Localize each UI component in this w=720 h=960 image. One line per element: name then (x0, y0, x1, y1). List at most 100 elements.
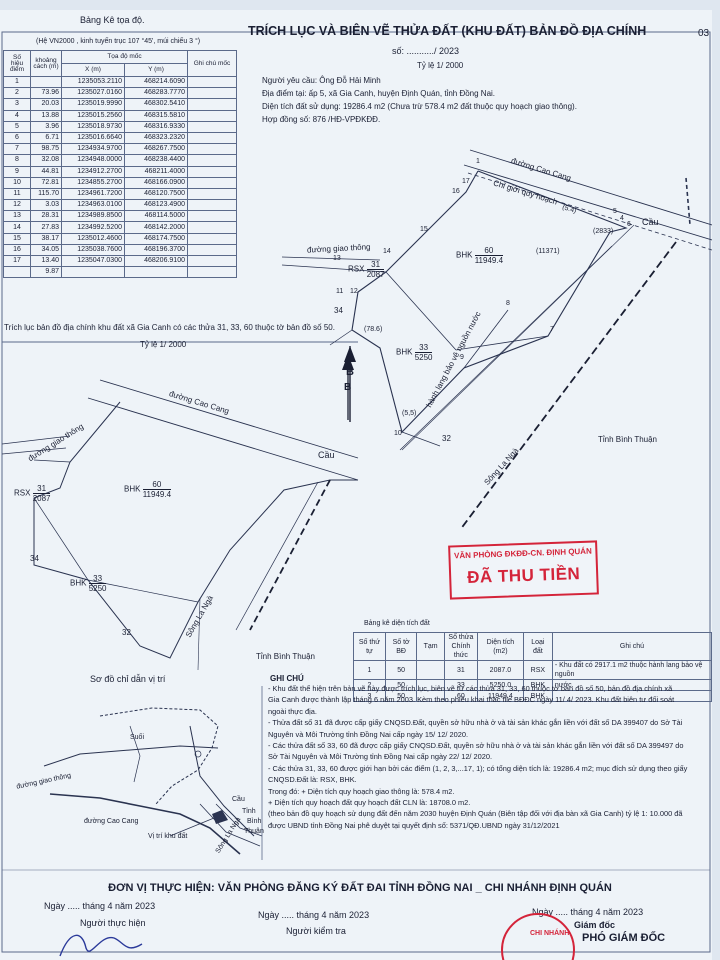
coord-cell-point: 16 (3, 243, 31, 257)
sketch-province-b: Bình (247, 818, 262, 825)
point-7: 7 (550, 326, 554, 333)
sketch-parcel-label: Vị trí khu đất (148, 833, 188, 840)
top-bhk33: BHK 33 5250 (396, 343, 433, 362)
coord-cell-mark (187, 120, 237, 133)
area-header-index: Số thứ tự (353, 632, 386, 661)
top-dim-11371: (11371) (536, 248, 560, 255)
coord-cell-mark (187, 176, 237, 189)
top-dim-2833: (2833) (593, 228, 614, 235)
coord-cell-mark (187, 187, 237, 201)
footer-unit: ĐƠN VỊ THỰC HIỆN: VĂN PHÒNG ĐĂNG KÝ ĐẤT … (108, 882, 612, 894)
coord-table: Số hiệu điểm khoảng cách (m) Tọa độ mốc … (3, 50, 237, 279)
left-bhk33-area: 5250 (88, 584, 107, 593)
top-parcel-32: 32 (442, 434, 451, 443)
coord-cell-x: 1234992.5200 (61, 221, 125, 234)
date-director: Ngày ..... tháng 4 năm 2023 (532, 907, 644, 917)
note-line: Gia Canh được thành lập tháng 6 năm 2003… (268, 695, 675, 705)
point-16: 16 (452, 188, 460, 195)
note-line: Sở Tài Nguyên và Môi Trường tỉnh Đồng Na… (268, 752, 493, 762)
top-scale: Tỷ lệ 1/ 2000 (417, 61, 464, 70)
area-cell: 60 (443, 690, 478, 702)
sketch-road-cao-cang: đường Cao Cang (84, 818, 139, 825)
area-cell: 50 (384, 660, 418, 680)
coord-cell-x: 1234855.2700 (61, 176, 125, 189)
point-4: 4 (620, 215, 624, 222)
point-6: 6 (627, 221, 631, 228)
area-cell: BHK (522, 690, 553, 702)
coord-cell-y: 468123.4900 (124, 199, 188, 212)
coord-cell-mark (187, 131, 237, 145)
coord-cell-x: 1234963.0100 (61, 199, 125, 212)
footer-seal (501, 913, 575, 960)
coord-cell-x: 1234912.2700 (61, 165, 125, 178)
point-9: 9 (460, 354, 464, 361)
document-sheet: Bảng Kê tọa độ. (Hệ VN2000 , kinh tuyến … (0, 10, 712, 960)
role-director: Giám đốc (574, 920, 616, 930)
left-rsx31-num: 31 (32, 484, 51, 494)
area-cell (551, 690, 712, 702)
top-rsx31-area: 2087 (366, 270, 385, 279)
top-bhk33-code: BHK (396, 347, 413, 357)
notes-title: GHI CHÚ (270, 674, 304, 683)
area-cell (416, 690, 445, 702)
coord-table-subtitle: (Hệ VN2000 , kinh tuyến trục 107 °45', m… (36, 38, 201, 45)
left-north-label: B (344, 382, 352, 393)
left-province: Tỉnh Bình Thuận (256, 652, 316, 661)
top-rsx31-code: RSX (348, 264, 365, 274)
area-header-area: Diện tích (m2) (476, 632, 524, 661)
left-bhk33: BHK 33 5250 (70, 574, 107, 593)
top-bhk60-area: 11949.4 (474, 256, 504, 265)
paid-stamp-office: VĂN PHÒNG ĐKĐĐ-CN. ĐỊNH QUÁN (453, 546, 592, 561)
top-bridge: Cầu (642, 217, 659, 227)
location: Địa điểm tại: ấp 5, xã Gia Canh, huyện Đ… (262, 89, 496, 98)
role-performer: Người thực hiện (80, 918, 146, 928)
note-line: CNQSD.Đất là: RSX, BHK. (268, 775, 357, 785)
sketch-province-c: Thuận (244, 828, 264, 835)
note-line: - Các thửa đất số 33, 60 đã được cấp giấ… (268, 741, 684, 751)
top-bhk33-num: 33 (414, 343, 433, 353)
coord-cell-x: 1235016.6640 (61, 131, 125, 145)
area-info: Diện tích đất sử dụng: 19286.4 m2 (Chưa … (262, 102, 577, 111)
coord-cell-y: 468174.7500 (124, 232, 188, 245)
coord-cell-y: 468316.9330 (124, 120, 188, 133)
coord-cell-mark (187, 221, 237, 234)
area-header-sheet: Số tờ BĐ (384, 632, 418, 661)
left-bhk60-num: 60 (142, 480, 172, 490)
role-checker: Người kiểm tra (286, 926, 346, 936)
coord-cell-x: 1234961.7200 (61, 187, 125, 201)
left-parcel-34: 34 (30, 554, 39, 563)
area-cell: 3 (353, 690, 386, 702)
top-bhk60-code: BHK (456, 250, 473, 260)
coord-cell-mark (187, 266, 237, 279)
point-8: 8 (506, 300, 510, 307)
top-north-label: B (346, 366, 354, 378)
top-bhk33-area: 5250 (414, 353, 433, 362)
left-bhk60-area: 11949.4 (142, 490, 172, 499)
coord-cell-x: 1235038.7600 (61, 243, 125, 257)
frame-lines (1, 31, 711, 953)
left-bhk60: BHK 60 11949.4 (124, 480, 172, 499)
point-14: 14 (383, 248, 391, 255)
coord-cell-point: 15 (3, 232, 31, 245)
coord-row: 9.87 (3, 266, 237, 279)
top-bhk60: BHK 60 11949.4 (456, 246, 504, 265)
document-title: TRÍCH LỤC VÀ BIÊN VẼ THỬA ĐẤT (KHU ĐẤT) … (248, 24, 647, 38)
sketch-stream: Suối (130, 734, 145, 741)
area-header-parcel: Số thửa Chính thức (443, 632, 478, 661)
left-bridge: Cầu (318, 450, 335, 460)
document-number: số: .........../ 2023 (392, 46, 460, 56)
left-rsx31: RSX 31 2087 (14, 484, 51, 503)
corner-mark: 03 (698, 28, 710, 39)
top-parcel-map (281, 149, 712, 531)
point-13: 13 (333, 255, 341, 262)
top-dim-55: (5,5) (402, 410, 417, 417)
